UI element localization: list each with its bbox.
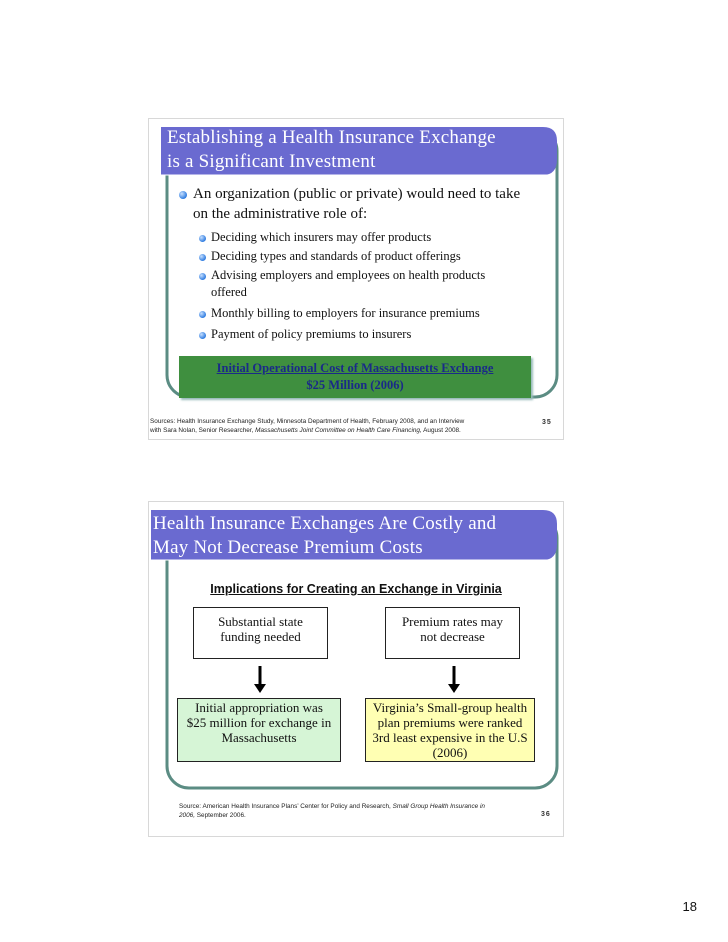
slide-35-title-line2: is a Significant Investment xyxy=(167,151,376,172)
sources-line2-end: August 2008. xyxy=(421,427,461,434)
virginia-premiums-line3: 3rd least expensive in the U.S xyxy=(372,730,528,745)
sub-bullet-2: Deciding types and standards of product … xyxy=(211,249,461,263)
sources-line2: with Sara Nolan, Senior Researcher, Mass… xyxy=(150,426,461,435)
premium-rates-box: Premium rates may not decrease xyxy=(385,607,520,659)
state-funding-line2: funding needed xyxy=(220,629,301,644)
sub-bullet-1: Deciding which insurers may offer produc… xyxy=(211,230,432,244)
appropriation-line3: Massachusetts xyxy=(221,730,297,745)
slide-36: Health Insurance Exchanges Are Costly an… xyxy=(148,501,564,837)
sub-bullet-dot-icon xyxy=(199,332,206,339)
appropriation-line2: $25 million for exchange in xyxy=(186,715,332,730)
cost-callout: Initial Operational Cost of Massachusett… xyxy=(179,356,531,398)
source-line2-italic: 2006, xyxy=(179,812,195,819)
page-number: 18 xyxy=(682,899,697,914)
bullet-dot-icon xyxy=(179,191,187,199)
cost-callout-line2: $25 Million (2006) xyxy=(306,378,404,392)
main-bullet-line2: on the administrative role of: xyxy=(193,206,368,222)
premium-rates-line2: not decrease xyxy=(420,629,485,644)
virginia-premiums-line1: Virginia’s Small-group health xyxy=(372,700,528,715)
virginia-premiums-line4: (2006) xyxy=(432,745,468,760)
slide-number: 36 xyxy=(541,811,551,818)
slide-35: Establishing a Health Insurance Exchange… xyxy=(148,118,564,440)
slide-35-title-line1: Establishing a Health Insurance Exchange xyxy=(167,127,496,148)
sub-bullet-dot-icon xyxy=(199,273,206,280)
cost-callout-line1: Initial Operational Cost of Massachusett… xyxy=(216,361,494,375)
sub-bullet-3-cont: offered xyxy=(211,285,247,299)
sub-bullet-dot-icon xyxy=(199,254,206,261)
appropriation-line1: Initial appropriation was xyxy=(195,700,323,715)
sub-bullet-dot-icon xyxy=(199,235,206,242)
source-line2-end: September 2006. xyxy=(195,812,246,819)
slide-36-title-line1: Health Insurance Exchanges Are Costly an… xyxy=(153,513,497,534)
sources-line2-text: with Sara Nolan, Senior Researcher, xyxy=(150,427,256,434)
slide-36-decoration xyxy=(151,510,559,790)
slide-number: 35 xyxy=(542,419,552,426)
sub-bullet-dot-icon xyxy=(199,311,206,318)
premium-rates-line1: Premium rates may xyxy=(401,614,504,629)
sources-line2-italic: Massachusetts Joint Committee on Health … xyxy=(255,427,422,434)
state-funding-box: Substantial state funding needed xyxy=(193,607,328,659)
sub-bullet-4: Monthly billing to employers for insuran… xyxy=(211,306,480,320)
source-line1-italic: Small Group Health Insurance in xyxy=(392,803,485,810)
source-line2: 2006, September 2006. xyxy=(179,811,246,820)
state-funding-line1: Substantial state xyxy=(218,614,303,629)
appropriation-box: Initial appropriation was $25 million fo… xyxy=(177,698,341,762)
virginia-premiums-line2: plan premiums were ranked xyxy=(377,715,523,730)
sub-bullet-3: Advising employers and employees on heal… xyxy=(211,268,486,282)
slide-36-title-line2: May Not Decrease Premium Costs xyxy=(153,537,423,558)
main-bullet-line1: An organization (public or private) woul… xyxy=(193,186,521,202)
virginia-premiums-box: Virginia’s Small-group health plan premi… xyxy=(365,698,535,762)
source-line1-text: Source: American Health Insurance Plans’… xyxy=(179,803,393,810)
sub-bullet-5: Payment of policy premiums to insurers xyxy=(211,327,412,341)
implications-heading: Implications for Creating an Exchange in… xyxy=(210,582,502,596)
source-line1: Source: American Health Insurance Plans’… xyxy=(179,802,485,811)
sources-line1: Sources: Health Insurance Exchange Study… xyxy=(150,418,465,425)
